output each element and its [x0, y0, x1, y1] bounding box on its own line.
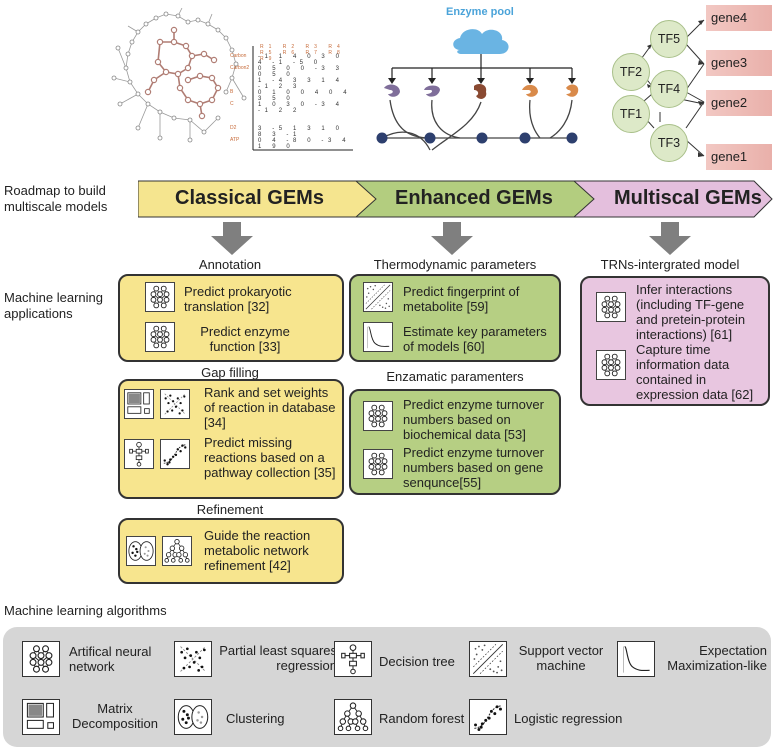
- clustering-icon: [126, 536, 156, 566]
- gap-item-text: Predict missing reactions based on a pat…: [204, 435, 336, 480]
- legend-label-em: Expectation Maximization-like: [667, 643, 767, 673]
- annotation-panel: Predict prokaryotic translation [32] Pre…: [118, 274, 344, 362]
- enzymatic-title: Enzamatic paramenters: [386, 369, 524, 384]
- neural-network-icon: [145, 322, 175, 352]
- gene-box: gene1: [706, 144, 772, 170]
- matrix-column-headers: R1 R2 R3 R4 R5 R6 R7 R8 R9: [260, 44, 356, 62]
- refinement-panel: Guide the reaction metabolic network ref…: [118, 518, 344, 584]
- svm-icon: [363, 282, 393, 312]
- clustering-icon: [174, 699, 212, 735]
- legend-label-svm: Support vector machine: [518, 643, 604, 673]
- refinement-item-text: Guide the reaction metabolic network ref…: [204, 528, 311, 573]
- matrix-row-label: C: [230, 101, 234, 107]
- thermodynamic-panel: Predict fingerprint of metabolite [59] E…: [349, 274, 561, 362]
- annotation-item-text: Predict enzyme function [33]: [200, 324, 290, 354]
- legend-label-tree: Decision tree: [379, 654, 455, 669]
- down-arrow-icon: [649, 222, 691, 255]
- matrix-decomposition-icon: [22, 699, 60, 735]
- tf-node: TF3: [650, 124, 688, 162]
- tf-node: TF4: [650, 70, 688, 108]
- gap-item-text: Rank and set weights of reaction in data…: [204, 385, 336, 430]
- roadmap-stage-multiscale-shape: [572, 180, 773, 218]
- random-forest-icon: [162, 536, 192, 566]
- stoichiometric-matrix: R1 R2 R3 R4 R5 R6 R7 R8 R9 -1 1 4 0 3 0 …: [248, 42, 356, 154]
- matrix-row-label: B: [230, 89, 234, 95]
- pls-regression-icon: [174, 641, 212, 677]
- matrix-row-label: Carbon: [230, 53, 247, 59]
- trn-model-panel: Infer interactions (including TF-gene an…: [580, 276, 770, 406]
- gap-filling-panel: Rank and set weights of reaction in data…: [118, 379, 344, 499]
- legend-label-clustering: Clustering: [226, 711, 285, 726]
- enzyme-pool-label: Enzyme pool: [446, 6, 514, 18]
- roadmap-stage-classical: Classical GEMs: [175, 187, 324, 209]
- pls-regression-icon: [160, 389, 190, 419]
- matrix-row: -1 1 4 0 3 0 4 -1 -5 0: [258, 54, 344, 66]
- refinement-title: Refinement: [196, 502, 264, 517]
- em-icon: [617, 641, 655, 677]
- thermodynamic-item-text: Predict fingerprint of metabolite [59]: [403, 284, 520, 314]
- annotation-title: Annotation: [198, 257, 262, 272]
- legend-label-pls: Partial least squares regression: [219, 643, 337, 673]
- annotation-item-text: Predict prokaryotic translation [32]: [184, 284, 292, 314]
- matrix-row: 3 -5 1 3 1 0 8 3 -1: [258, 126, 344, 138]
- legend-label-md: Matrix Decomposition: [72, 701, 158, 731]
- tf-node: TF1: [612, 95, 650, 133]
- enzyme-pathway-graphic: [376, 29, 579, 151]
- trn-item-text: Capture time information data contained …: [636, 342, 754, 402]
- gene-box: gene2: [706, 90, 772, 116]
- legend-label-lr: Logistic regression: [514, 711, 623, 726]
- enzymatic-panel: Predict enzyme turnover numbers based on…: [349, 389, 561, 495]
- down-arrow-icon: [431, 222, 473, 255]
- tf-node: TF2: [612, 53, 650, 91]
- enzymatic-item-text: Predict enzyme turnover numbers based on…: [403, 397, 544, 442]
- roadmap-stage-enhanced: Enhanced GEMs: [395, 187, 553, 209]
- down-arrow-icon: [211, 222, 253, 255]
- gene-box: gene3: [706, 50, 772, 76]
- neural-network-icon: [22, 641, 60, 677]
- legend-label-rf: Random forest: [379, 711, 465, 726]
- ml-applications-label: Machine learning applications: [4, 290, 104, 321]
- neural-network-icon: [363, 449, 393, 479]
- roadmap-arrows: [138, 180, 773, 218]
- algorithms-legend: Artifical neural network Partial least s…: [3, 627, 771, 747]
- algorithms-title: Machine learning algorithms: [4, 603, 167, 618]
- matrix-decomposition-icon: [124, 389, 154, 419]
- random-forest-icon: [334, 699, 372, 735]
- trn-item-text: Infer interactions (including TF-gene an…: [636, 282, 746, 342]
- metabolic-network-graphic: [111, 8, 247, 143]
- decision-tree-icon: [334, 641, 372, 677]
- svm-icon: [469, 641, 507, 677]
- matrix-col-headers-text: R1 R2 R3 R4 R5 R6 R7 R8 R9: [260, 44, 345, 62]
- matrix-row: 0 4 -8 0 -3 4 1 9 0: [258, 138, 351, 150]
- logistic-regression-icon: [469, 699, 507, 735]
- neural-network-icon: [596, 292, 626, 322]
- thermodynamic-title: Thermodynamic parameters: [373, 257, 537, 272]
- matrix-row: 1 0 3 0 -3 4 -1 2 2: [258, 102, 344, 114]
- gap-filling-title: Gap filling: [201, 365, 259, 380]
- neural-network-icon: [363, 401, 393, 431]
- em-icon: [363, 322, 393, 352]
- tf-node: TF5: [650, 20, 688, 58]
- trn-model-title: TRNs-intergrated model: [600, 257, 740, 272]
- matrix-row: 1 -4 3 3 1 4 -1 2 3: [258, 78, 344, 90]
- thermodynamic-item-text: Estimate key parameters of models [60]: [403, 324, 547, 354]
- matrix-row-label: ATP: [230, 137, 240, 143]
- roadmap-stage-multiscale: Multiscal GEMs: [614, 187, 762, 209]
- matrix-row: 0 1 0 0 4 0 4 3 5 0: [258, 90, 352, 102]
- matrix-row-label: D2: [230, 125, 237, 131]
- legend-label-ann: Artifical neural network: [69, 644, 152, 674]
- matrix-row: 0 5 0 0 -3 3 0 5 0: [258, 66, 344, 78]
- logistic-regression-icon: [160, 439, 190, 469]
- neural-network-icon: [145, 282, 175, 312]
- matrix-row-label: Carbon2: [230, 65, 250, 71]
- neural-network-icon: [596, 350, 626, 380]
- enzymatic-item-text: Predict enzyme turnover numbers based on…: [403, 445, 544, 490]
- decision-tree-icon: [124, 439, 154, 469]
- roadmap-label: Roadmap to build multiscale models: [4, 183, 108, 214]
- gene-box: gene4: [706, 5, 772, 31]
